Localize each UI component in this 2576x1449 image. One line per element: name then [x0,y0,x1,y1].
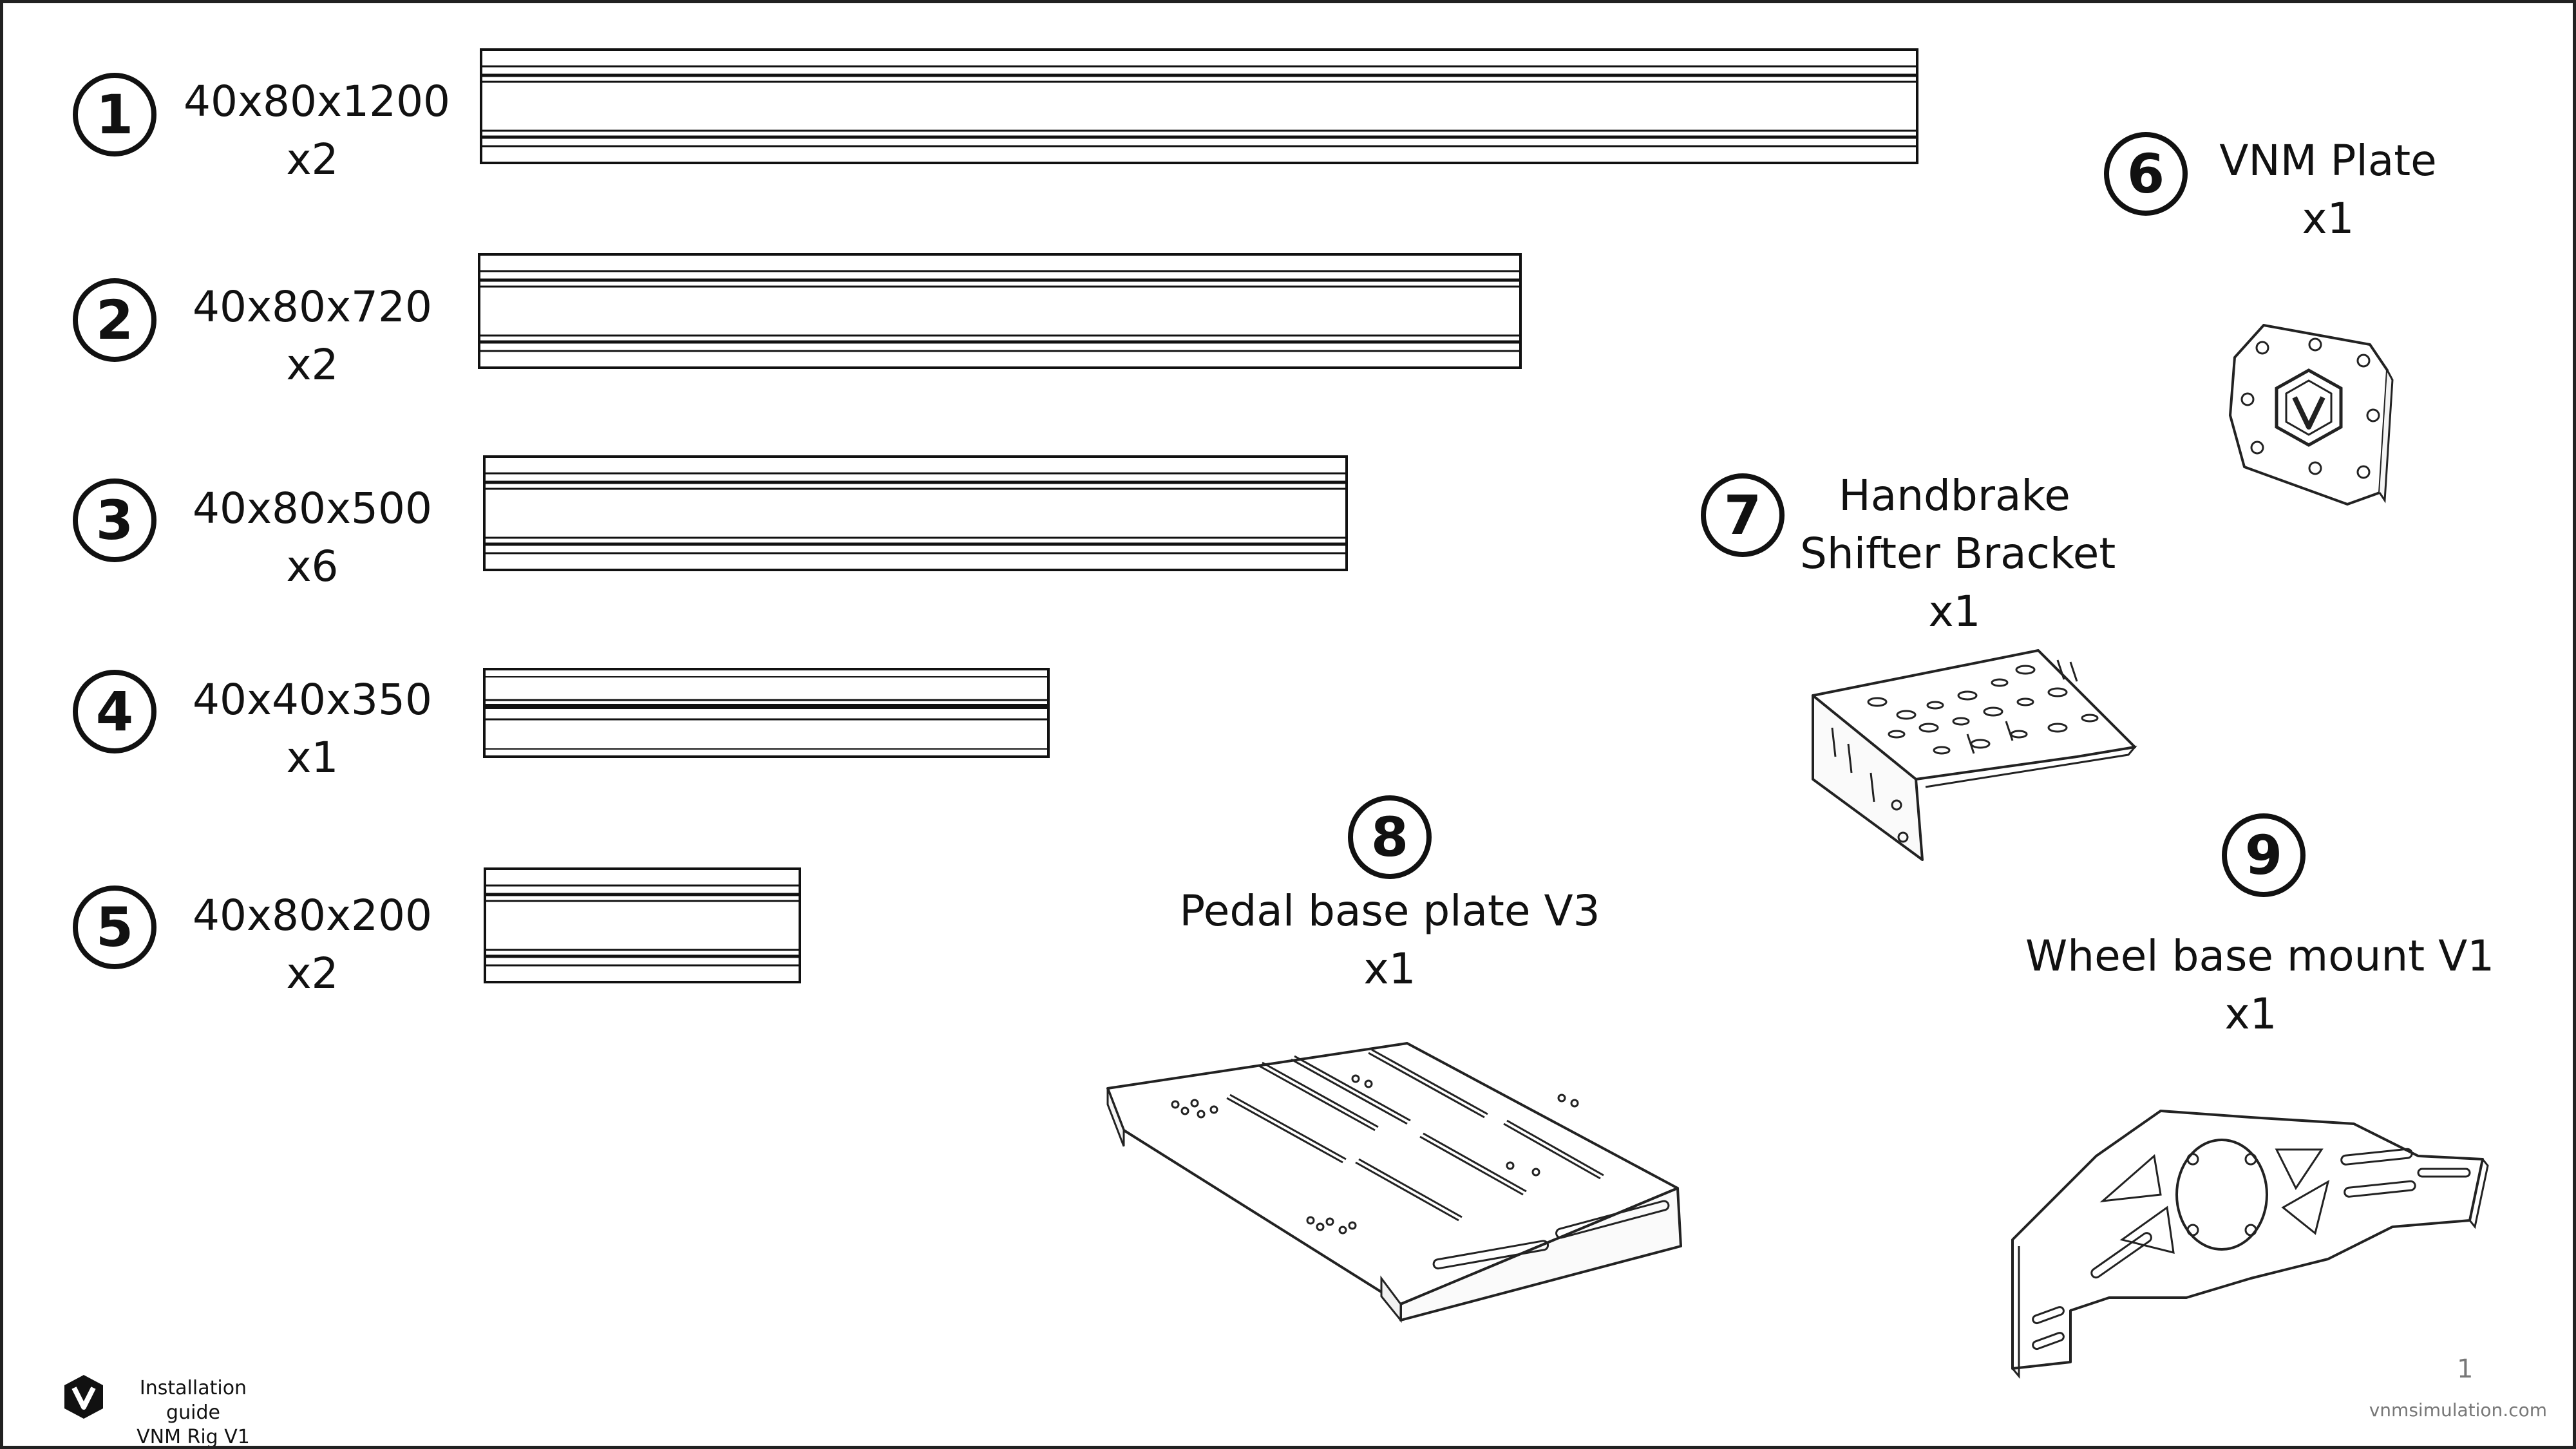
profile-label-2: 40x80x720 x2 [184,278,441,394]
item-number: 9 [2244,824,2283,887]
item-number: 8 [1370,806,1409,869]
item-number: 4 [95,680,134,743]
vnm-plate-illustration [2229,324,2394,506]
footer-website: vnmsimulation.com [2369,1399,2547,1421]
part-name: VNM Plate [2219,136,2437,185]
aluminium-profile-40x80x720 [478,253,1522,369]
item-number-badge-7: 7 [1701,473,1785,557]
item-number: 1 [95,83,134,146]
footer-title-line2: VNM Rig V1 [137,1426,250,1448]
profile-label-5: 40x80x200 x2 [184,887,441,1003]
part-label-wheel-mount: Wheel base mount V1 x1 [2025,927,2495,1043]
part-name-line2: Shifter Bracket [1800,529,2116,578]
item-number: 5 [95,896,134,959]
profile-quantity: x2 [286,949,339,998]
page-number: 1 [2457,1354,2474,1384]
profile-size: 40x40x350 [192,675,433,724]
pedal-base-plate-illustration [1106,1042,1682,1323]
item-number-badge-4: 4 [73,670,156,753]
part-label-vnm-plate: VNM Plate x1 [2199,132,2457,248]
handbrake-shifter-bracket-illustration [1812,649,2137,861]
footer-document-title: Installation guide VNM Rig V1 [113,1376,274,1448]
item-number: 7 [1723,484,1762,547]
aluminium-profile-40x80x200 [484,867,801,983]
profile-quantity: x2 [286,135,339,184]
vnm-logo-icon [64,1375,103,1419]
part-quantity: x1 [2224,989,2277,1039]
profile-label-1: 40x80x1200 x2 [184,73,451,189]
part-quantity: x1 [2302,194,2354,243]
item-number-badge-3: 3 [73,478,156,562]
profile-quantity: x2 [286,340,339,390]
part-name: Wheel base mount V1 [2025,931,2495,981]
profile-quantity: x1 [286,733,339,782]
profile-label-4: 40x40x350 x1 [184,671,441,787]
part-name: Pedal base plate V3 [1179,886,1600,936]
item-number: 6 [2126,142,2165,205]
profile-size: 40x80x500 [192,484,433,533]
part-label-handbrake-bracket: Handbrake Shifter Bracket x1 [1800,467,2116,641]
item-number: 3 [95,489,134,552]
footer-title-line1: Installation guide [139,1377,247,1424]
profile-size: 40x80x1200 [184,77,451,126]
part-quantity: x1 [1363,944,1416,994]
wheel-base-mount-illustration [2011,1110,2489,1379]
aluminium-profile-40x40x350 [483,668,1050,758]
item-number-badge-6: 6 [2104,132,2188,216]
part-name-line1: Handbrake [1839,471,2070,520]
item-number: 2 [95,289,134,352]
item-number-badge-2: 2 [73,278,156,362]
part-label-pedal-plate: Pedal base plate V3 x1 [1164,882,1615,998]
item-number-badge-8: 8 [1348,795,1432,879]
item-number-badge-1: 1 [73,73,156,156]
aluminium-profile-40x80x1200 [480,48,1918,164]
profile-label-3: 40x80x500 x6 [184,480,441,596]
item-number-badge-5: 5 [73,886,156,969]
part-quantity: x1 [1928,587,1981,636]
aluminium-profile-40x80x500 [483,455,1348,571]
item-number-badge-9: 9 [2222,813,2306,897]
profile-size: 40x80x200 [192,891,433,940]
profile-size: 40x80x720 [192,282,433,332]
profile-quantity: x6 [286,542,339,591]
